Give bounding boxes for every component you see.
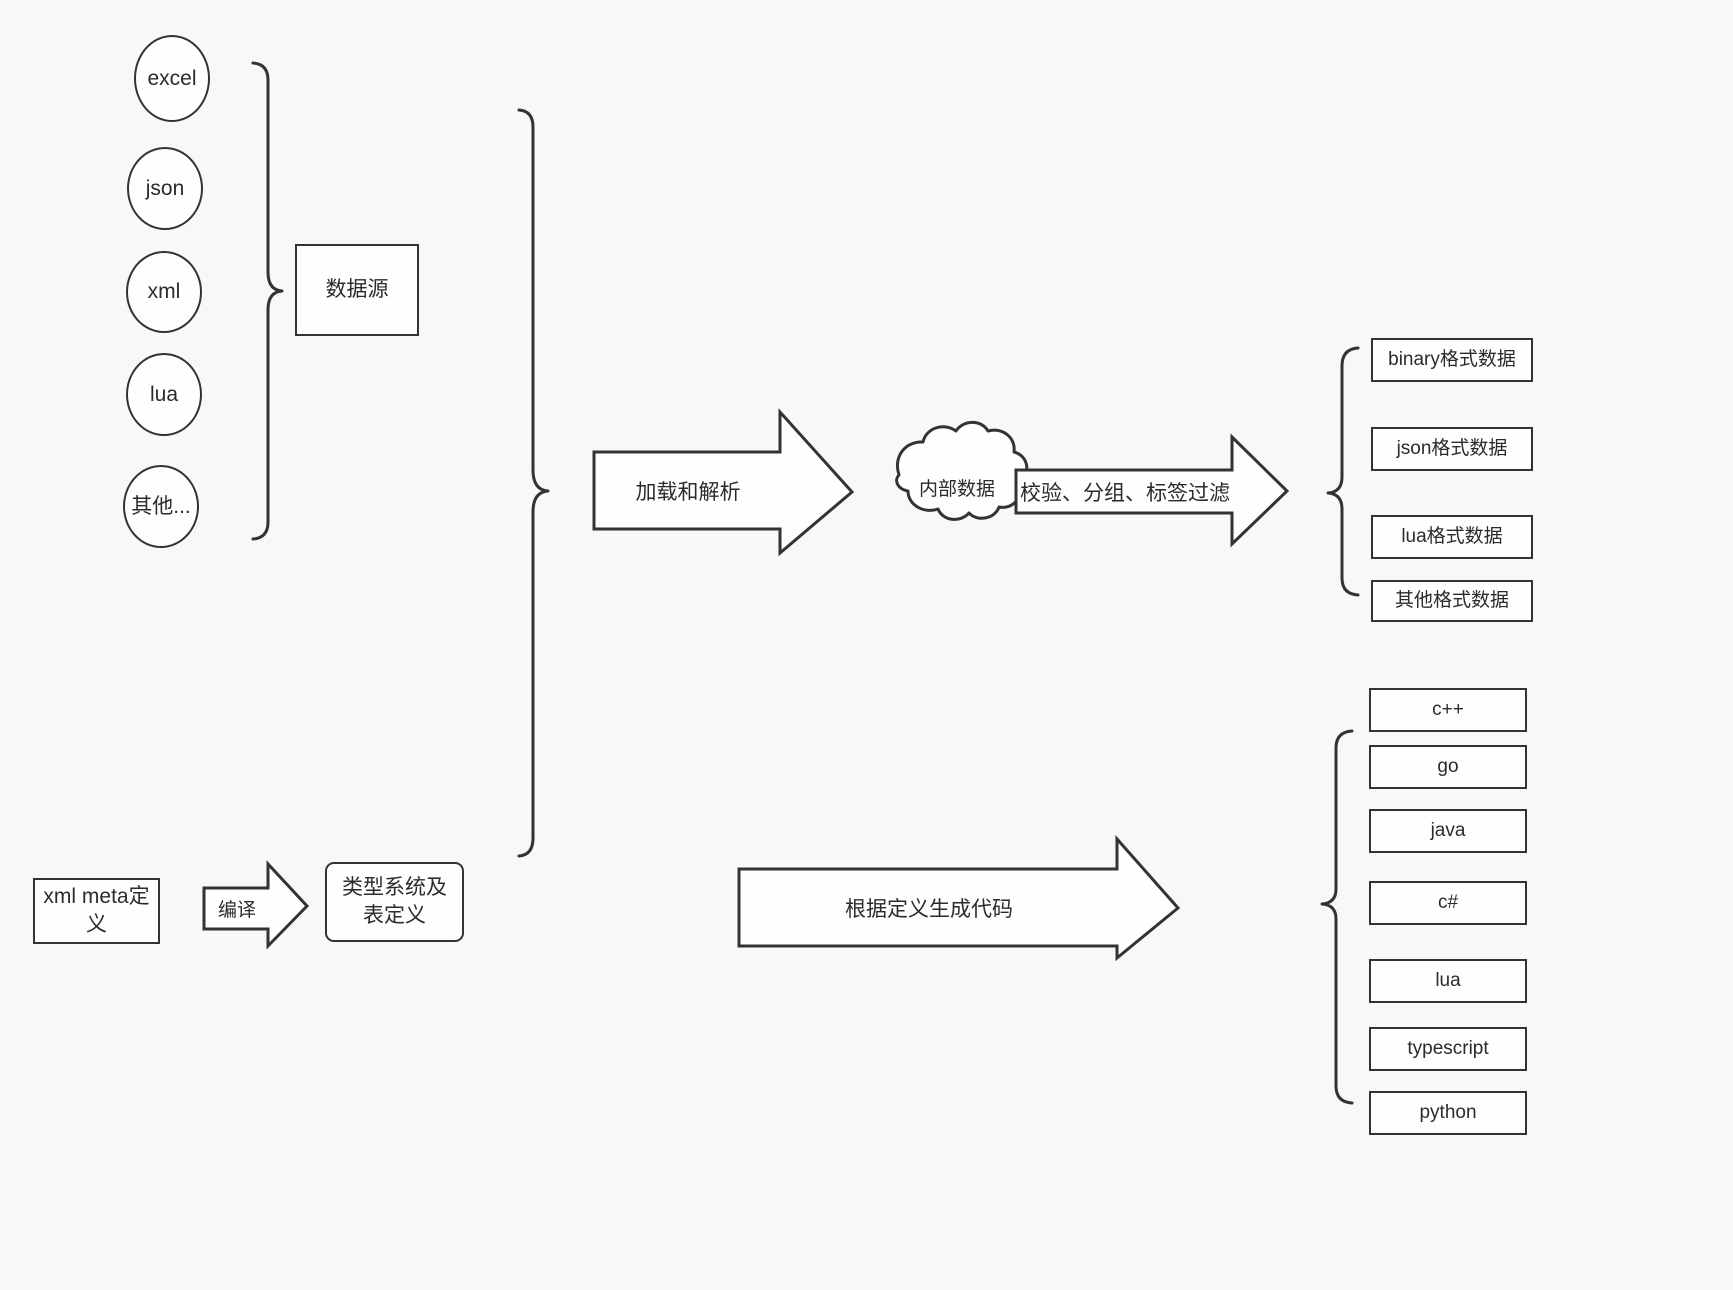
output-language-java[interactable]: java [1369, 809, 1527, 853]
data-source-excel-label: excel [147, 66, 197, 90]
output-language-brace [1320, 729, 1354, 1105]
data-source-group-box[interactable]: 数据源 [295, 244, 419, 336]
output-language-python-label: python [1419, 1102, 1477, 1124]
output-format-binary[interactable]: binary格式数据 [1371, 338, 1533, 382]
type-system-label: 类型系统及表定义 [342, 876, 447, 927]
internal-data-label-wrap: 内部数据 [896, 466, 1018, 508]
output-format-other[interactable]: 其他格式数据 [1371, 580, 1533, 622]
filter-arrow-label-wrap: 校验、分组、标签过滤 [1018, 470, 1232, 513]
output-format-json[interactable]: json格式数据 [1371, 427, 1533, 471]
data-source-brace [251, 61, 284, 541]
output-format-brace [1326, 346, 1360, 597]
load-parse-arrow-label-wrap: 加载和解析 [596, 452, 780, 529]
data-source-xml[interactable]: xml [126, 251, 202, 333]
output-format-lua-label: lua格式数据 [1401, 526, 1503, 548]
data-source-lua[interactable]: lua [126, 353, 202, 436]
output-language-cpp[interactable]: c++ [1369, 688, 1527, 732]
data-source-other[interactable]: 其他... [123, 465, 199, 548]
output-language-typescript-label: typescript [1407, 1038, 1489, 1060]
output-language-cpp-label: c++ [1432, 699, 1464, 721]
output-language-java-label: java [1430, 820, 1466, 842]
output-format-json-label: json格式数据 [1396, 438, 1508, 460]
output-language-go-label: go [1437, 756, 1459, 778]
output-language-csharp-label: c# [1437, 892, 1459, 914]
output-format-other-label: 其他格式数据 [1394, 590, 1509, 612]
filter-arrow-label: 校验、分组、标签过滤 [1020, 481, 1230, 505]
output-language-lua-label: lua [1435, 970, 1461, 992]
output-language-go[interactable]: go [1369, 745, 1527, 789]
output-language-typescript[interactable]: typescript [1369, 1027, 1527, 1071]
xml-meta-definition-box[interactable]: xml meta定义 [33, 878, 160, 944]
xml-meta-definition-label: xml meta定义 [43, 885, 150, 936]
data-source-json[interactable]: json [127, 147, 203, 230]
codegen-arrow-label-wrap: 根据定义生成代码 [741, 869, 1117, 946]
load-parse-arrow-label: 加载和解析 [635, 480, 741, 504]
compile-arrow-label: 编译 [217, 900, 256, 921]
data-source-lua-label: lua [149, 382, 179, 406]
output-format-binary-label: binary格式数据 [1388, 349, 1516, 371]
internal-data-label: 内部数据 [918, 478, 995, 500]
codegen-arrow-label: 根据定义生成代码 [845, 897, 1013, 921]
output-language-lua[interactable]: lua [1369, 959, 1527, 1003]
data-source-json-label: json [145, 176, 185, 200]
data-source-other-label: 其他... [131, 494, 191, 518]
output-language-csharp[interactable]: c# [1369, 881, 1527, 925]
data-source-xml-label: xml [147, 280, 181, 304]
compile-arrow-label-wrap: 编译 [206, 888, 268, 929]
pipeline-input-brace [517, 108, 550, 858]
type-system-box[interactable]: 类型系统及表定义 [325, 862, 464, 942]
data-source-group-label: 数据源 [325, 278, 389, 302]
output-format-lua[interactable]: lua格式数据 [1371, 515, 1533, 559]
data-source-excel[interactable]: excel [134, 35, 210, 122]
output-language-python[interactable]: python [1369, 1091, 1527, 1135]
